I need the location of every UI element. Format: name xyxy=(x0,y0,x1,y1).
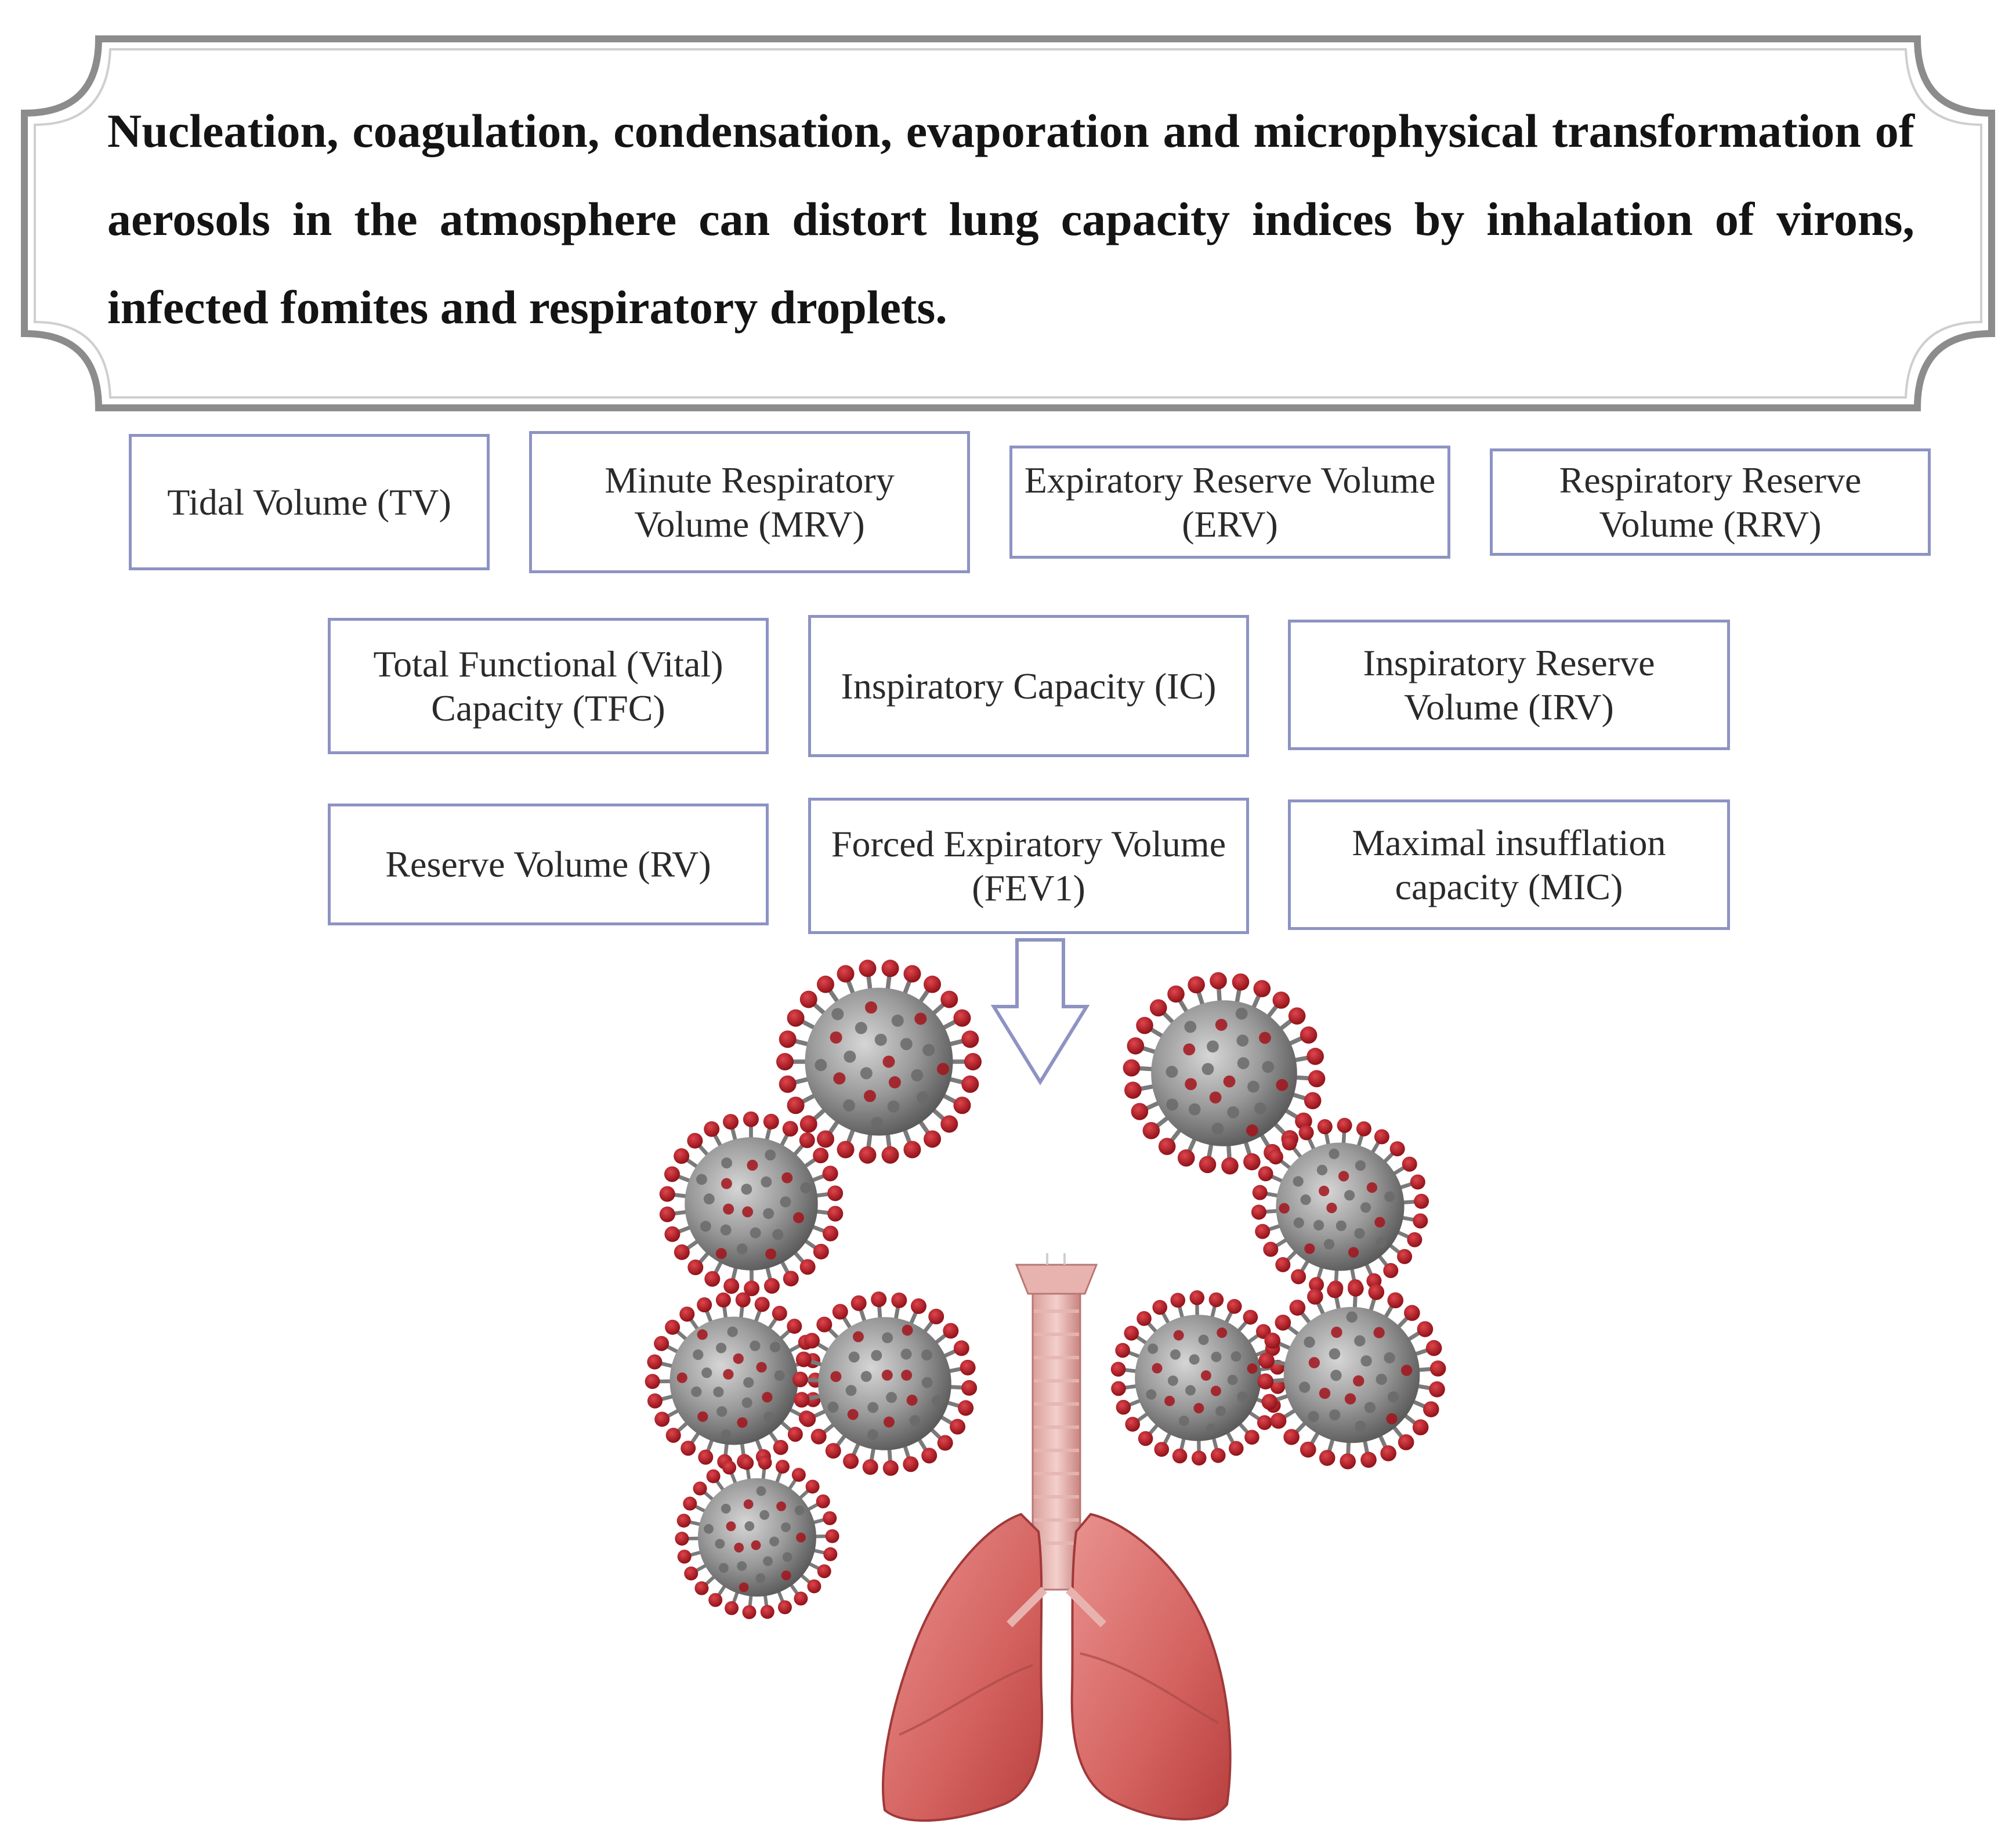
coronavirus-icon xyxy=(645,1292,823,1470)
index-label: Reserve Volume (RV) xyxy=(385,844,711,885)
index-label: Respiratory Reserve Volume (RRV) xyxy=(1559,459,1862,545)
index-box-tidal-volume: Tidal Volume (TV) xyxy=(129,434,490,570)
coronavirus-icon xyxy=(792,1291,978,1476)
banner-frame xyxy=(21,35,1995,411)
coronavirus-icon xyxy=(1123,972,1326,1175)
coronavirus-icon xyxy=(1251,1117,1429,1296)
illustration xyxy=(645,938,1446,1822)
index-label: Inspiratory Reserve Volume (IRV) xyxy=(1363,642,1655,728)
index-label: Total Functional (Vital) Capacity (TFC) xyxy=(373,643,723,729)
index-box-expiratory-reserve-volume: Expiratory Reserve Volume (ERV) xyxy=(1009,446,1450,559)
index-label: Forced Expiratory Volume (FEV1) xyxy=(831,823,1226,909)
index-box-reserve-volume: Reserve Volume (RV) xyxy=(328,804,769,925)
banner-text: Nucleation, coagulation, condensation, e… xyxy=(107,104,1914,334)
index-box-inspiratory-reserve-volume: Inspiratory Reserve Volume (IRV) xyxy=(1288,620,1730,750)
index-box-respiratory-reserve-volume: Respiratory Reserve Volume (RRV) xyxy=(1490,448,1931,556)
lungs-trachea-icon xyxy=(882,1253,1232,1822)
coronavirus-icon xyxy=(776,960,982,1164)
coronavirus-icon xyxy=(659,1111,844,1297)
index-box-minute-respiratory-volume: Minute Respiratory Volume (MRV) xyxy=(529,431,970,573)
index-box-maximal-insufflation-capacity: Maximal insufflation capacity (MIC) xyxy=(1288,799,1730,930)
index-box-total-functional-capacity: Total Functional (Vital) Capacity (TFC) xyxy=(328,618,769,754)
coronavirus-icon xyxy=(1257,1280,1446,1470)
index-label: Inspiratory Capacity (IC) xyxy=(841,665,1217,707)
index-box-forced-expiratory-volume: Forced Expiratory Volume (FEV1) xyxy=(808,798,1249,934)
coronavirus-icon xyxy=(1110,1290,1286,1466)
index-box-inspiratory-capacity: Inspiratory Capacity (IC) xyxy=(808,615,1249,757)
index-label: Maximal insufflation capacity (MIC) xyxy=(1352,822,1666,907)
coronavirus-icon xyxy=(675,1456,839,1619)
index-label: Tidal Volume (TV) xyxy=(167,481,451,523)
index-label: Expiratory Reserve Volume (ERV) xyxy=(1024,459,1436,545)
down-arrow-icon xyxy=(990,938,1090,1085)
index-label: Minute Respiratory Volume (MRV) xyxy=(605,459,895,545)
